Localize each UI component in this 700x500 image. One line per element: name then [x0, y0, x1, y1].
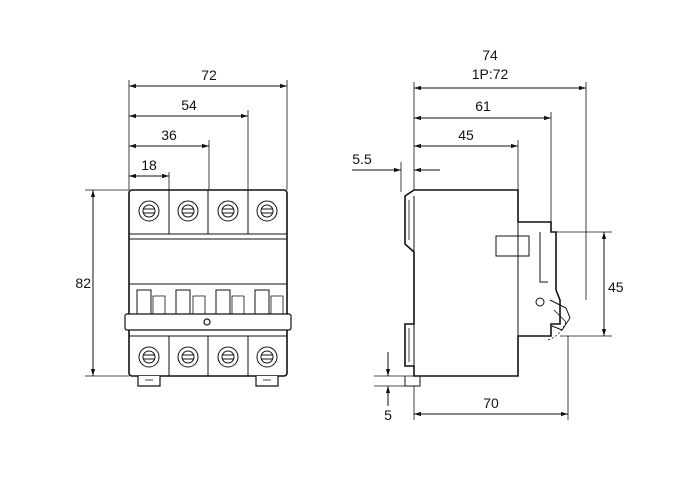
dim-label-54: 54	[181, 97, 197, 113]
side-body-outline	[404, 189, 561, 377]
handle-cover-3	[231, 295, 245, 314]
dim-label-5-5: 5.5	[352, 151, 372, 167]
dim-label-72: 72	[201, 67, 217, 83]
dim-label-82: 82	[75, 275, 91, 291]
din-clip-right	[255, 376, 279, 387]
side-toggle-swing-arc	[547, 321, 567, 341]
screw-icon	[177, 200, 199, 222]
dim-label-70: 70	[483, 395, 499, 411]
screw-icon	[177, 346, 199, 368]
dim-label-45-vertical: 45	[608, 279, 624, 295]
dim-label-1p72: 1P:72	[472, 66, 509, 82]
handle-1	[136, 289, 152, 314]
handle-cover-2	[192, 295, 206, 314]
dim-label-45-top: 45	[458, 127, 474, 143]
dim-label-5: 5	[384, 407, 392, 423]
handle-cover-4	[270, 295, 284, 314]
dim-label-18: 18	[141, 157, 157, 173]
handle-2	[175, 289, 191, 314]
dim-label-61: 61	[475, 98, 491, 114]
side-label-box	[495, 235, 530, 257]
front-view: 72 54 36 18 82	[75, 67, 292, 387]
screw-icon	[256, 200, 278, 222]
screw-icon	[138, 200, 160, 222]
side-din-clip	[404, 376, 421, 387]
toggle-pin	[203, 318, 211, 326]
side-view: 74 1P:72 61 45 5.5 45 5	[352, 47, 624, 423]
side-handle	[539, 232, 548, 283]
handle-cover-1	[152, 295, 166, 314]
din-clip-left	[137, 376, 161, 387]
screw-icon	[138, 346, 160, 368]
side-pivot	[535, 297, 545, 307]
dim-label-74: 74	[482, 47, 498, 63]
handle-3	[215, 289, 231, 314]
screw-icon	[217, 200, 239, 222]
dim-label-36: 36	[161, 127, 177, 143]
handle-4	[254, 289, 270, 314]
side-toggle-lever	[549, 299, 571, 331]
screw-icon	[256, 346, 278, 368]
screw-icon	[217, 346, 239, 368]
side-toggle-detail	[553, 309, 567, 323]
